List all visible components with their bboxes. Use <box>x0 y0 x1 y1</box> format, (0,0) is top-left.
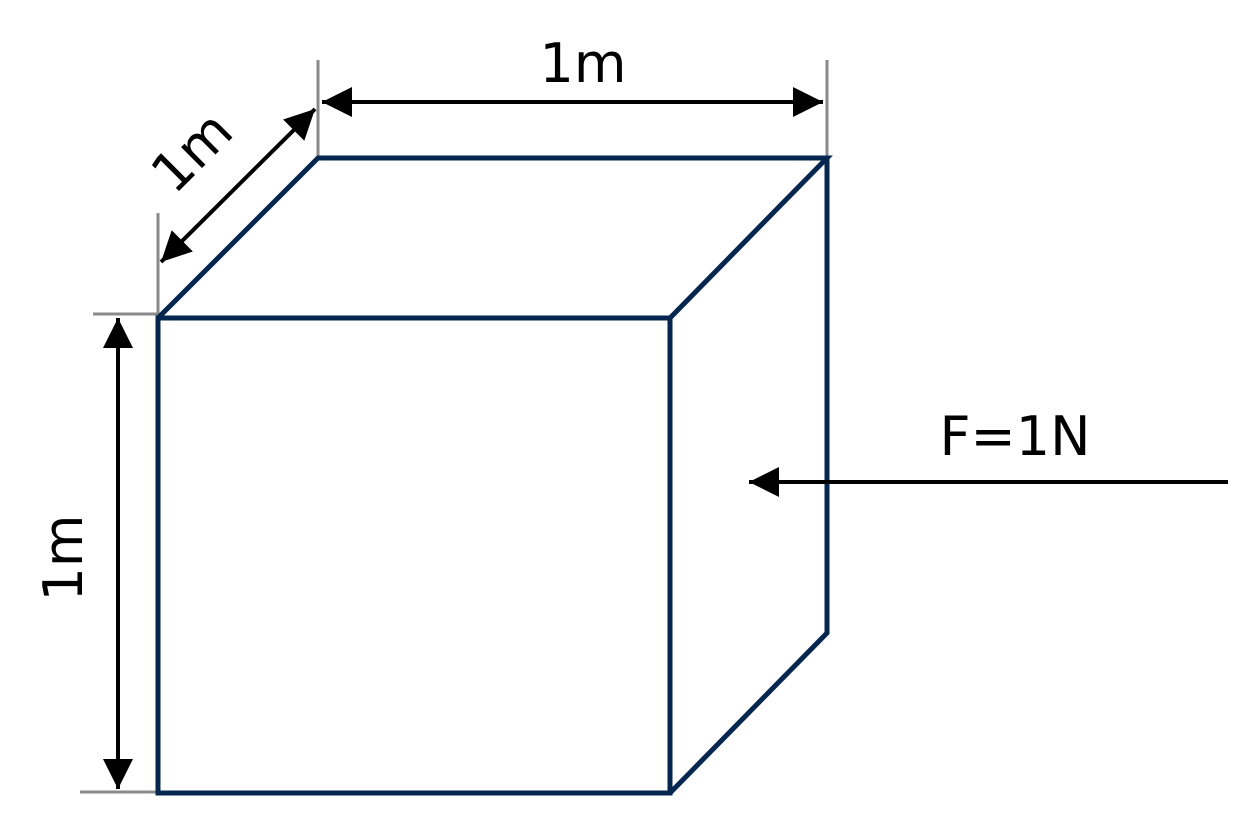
extension-lines <box>80 60 829 794</box>
depth-dimension: 1m <box>139 99 317 264</box>
cube-top-face <box>156 155 833 320</box>
depth-label: 1m <box>139 99 245 205</box>
force: F=1N <box>749 405 1228 497</box>
force-label: F=1N <box>939 405 1090 468</box>
depth-dimension-arrow <box>159 107 317 264</box>
height-label: 1m <box>32 515 95 602</box>
width-dimension: 1m <box>322 32 823 117</box>
cube-front-face <box>155 315 673 796</box>
cube <box>155 155 833 796</box>
width-label: 1m <box>540 32 627 95</box>
height-dimension: 1m <box>32 318 133 789</box>
cube-right-face <box>668 158 830 795</box>
